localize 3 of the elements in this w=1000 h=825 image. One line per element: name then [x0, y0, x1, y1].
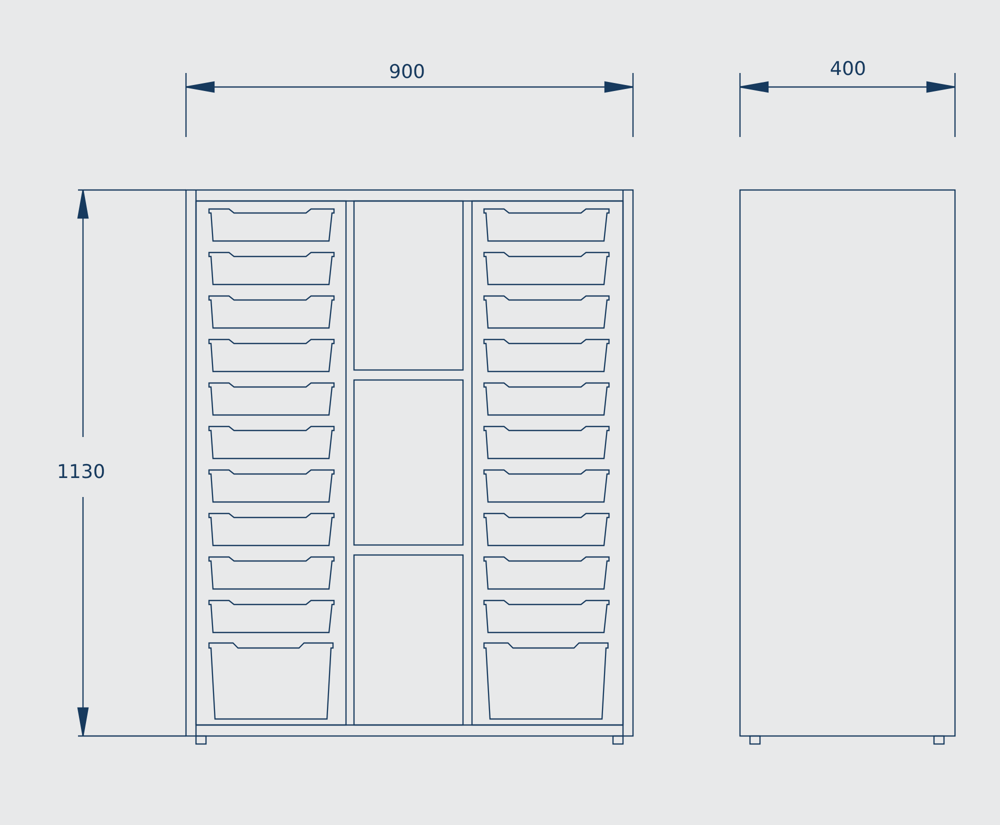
dimension-label: 400 — [830, 58, 866, 80]
dimension-label: 900 — [388, 61, 426, 83]
dimension-label: 1130 — [56, 461, 106, 483]
